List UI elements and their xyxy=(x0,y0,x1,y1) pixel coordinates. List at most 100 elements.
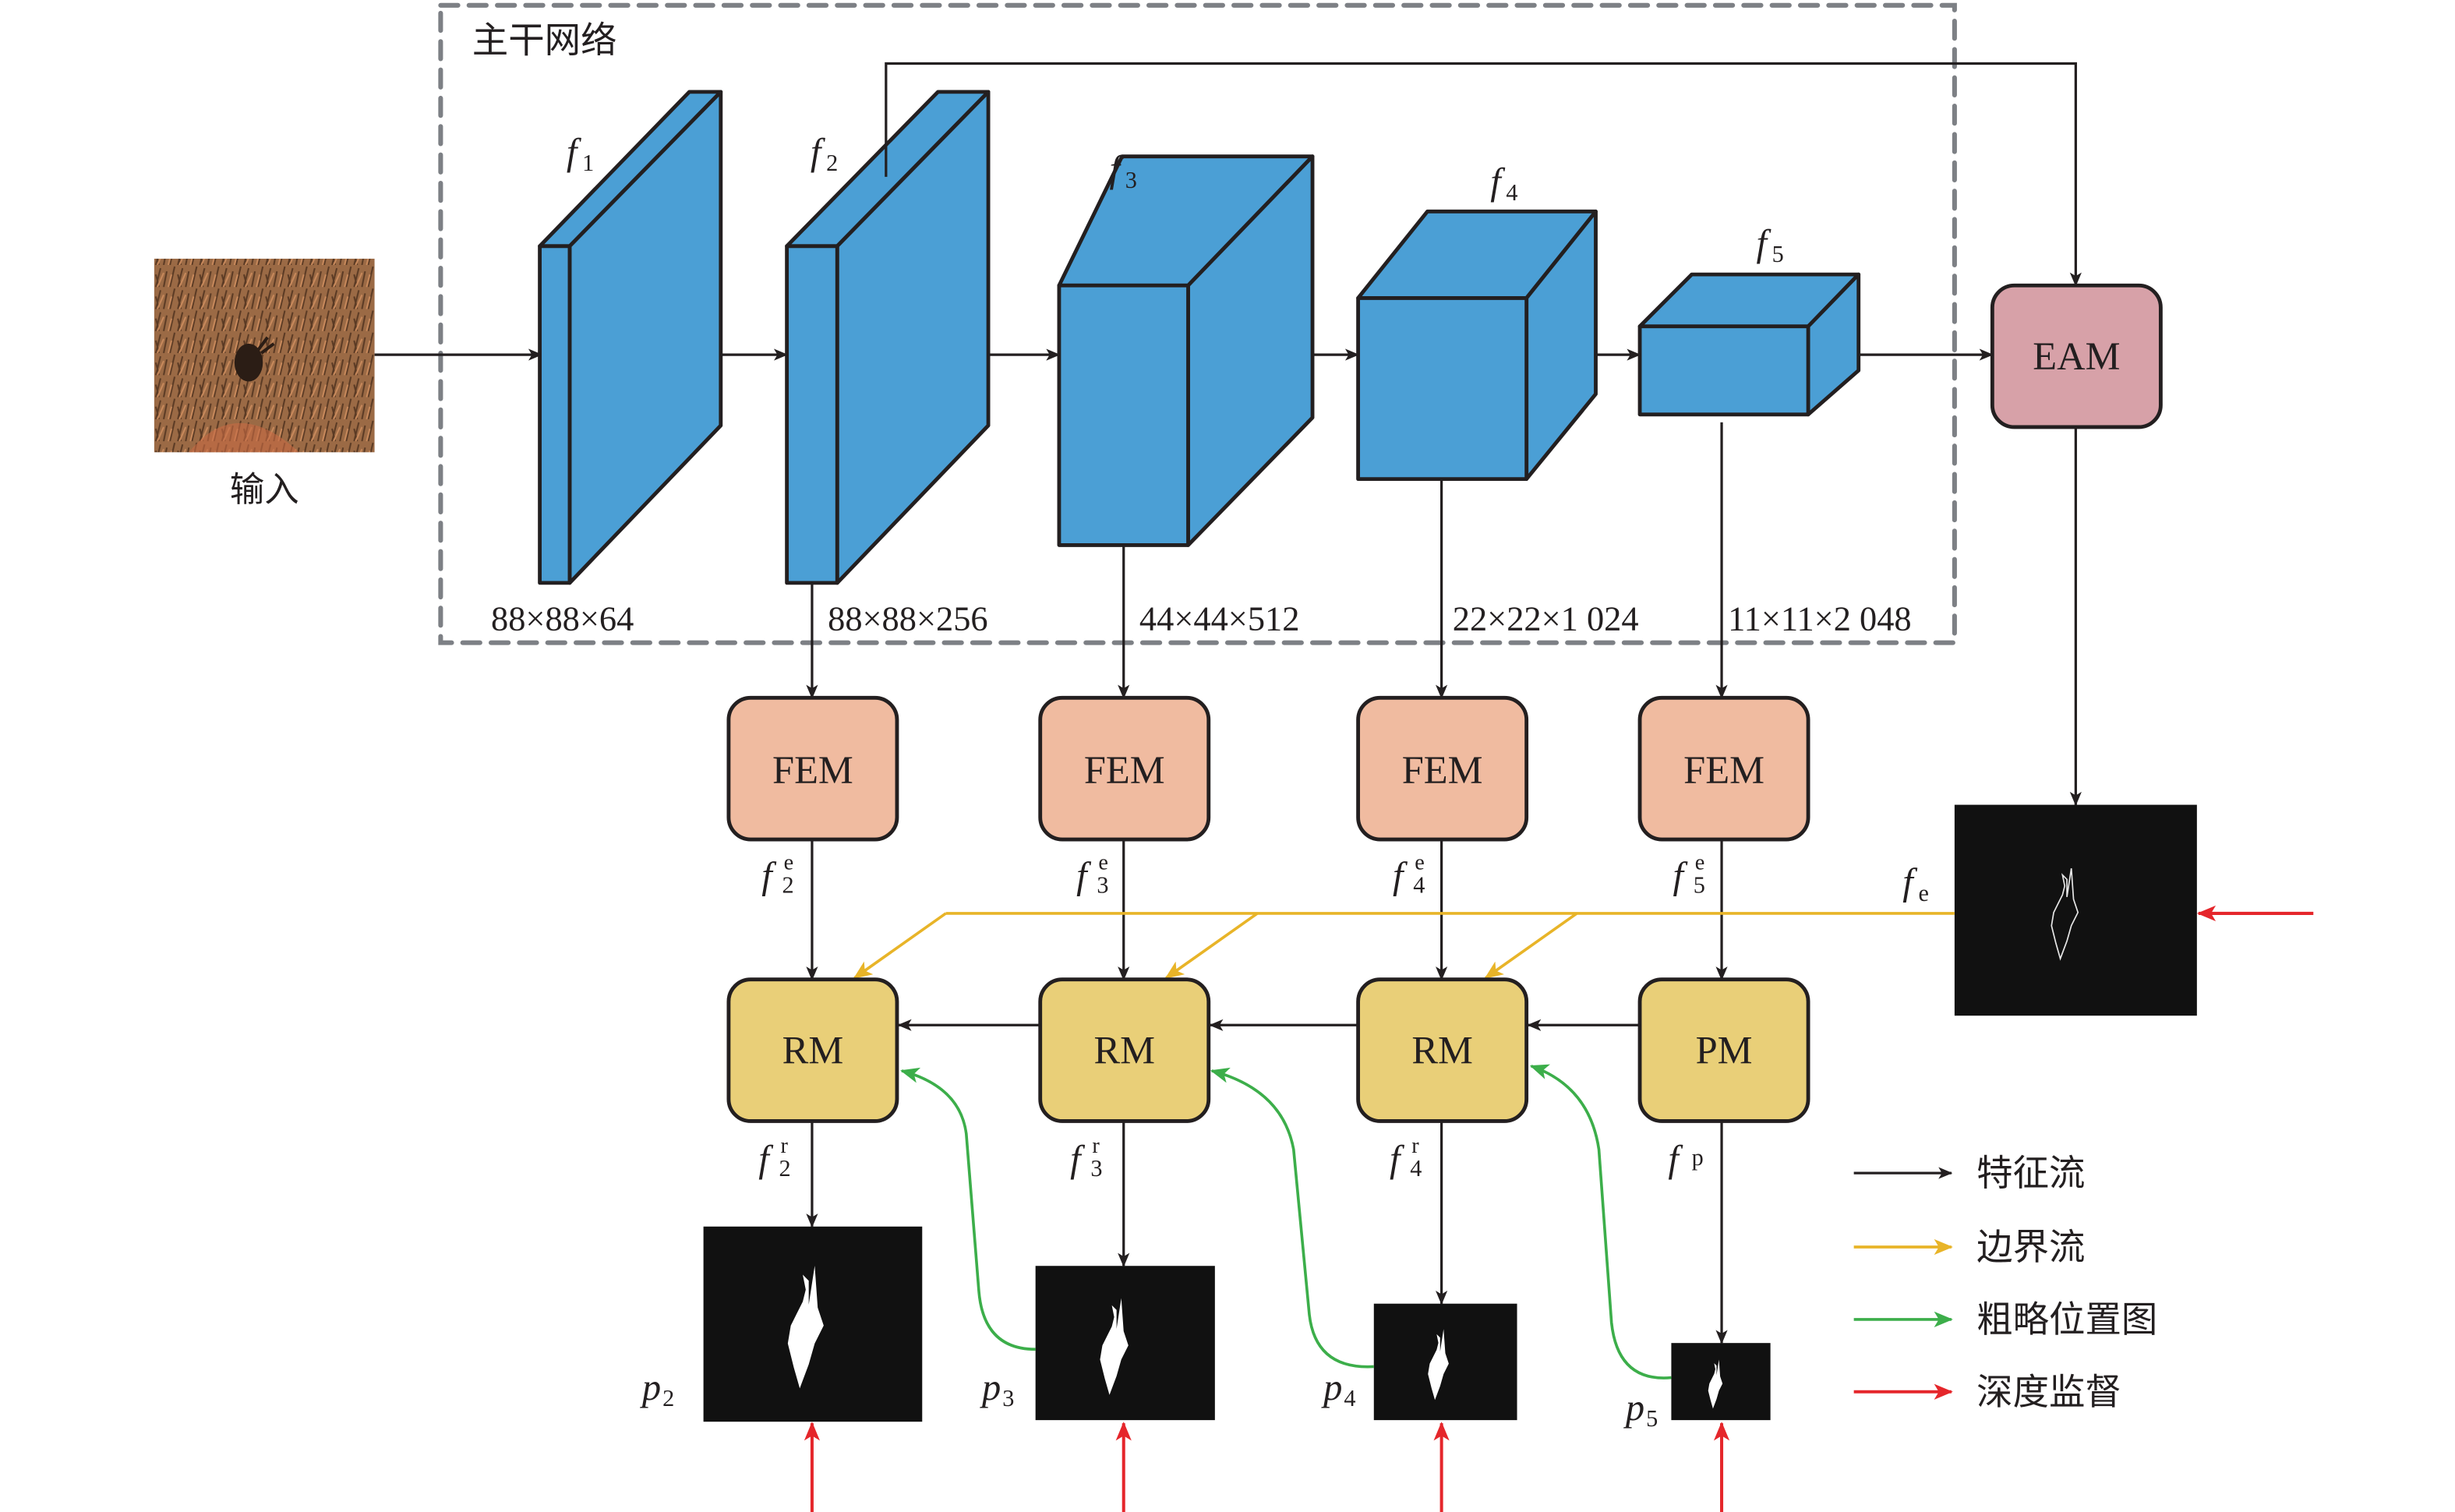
svg-text:f: f xyxy=(1668,1139,1683,1180)
svg-text:3: 3 xyxy=(1002,1385,1014,1411)
svg-text:p: p xyxy=(640,1367,661,1408)
fem-module-5[interactable]: FEM xyxy=(1637,695,1810,842)
feature-cuboid-f2 xyxy=(785,90,991,585)
svg-text:f: f xyxy=(761,856,777,897)
svg-text:f: f xyxy=(1902,862,1918,903)
dims-f3: 44×44×512 xyxy=(1139,599,1300,638)
svg-text:r: r xyxy=(1092,1134,1100,1158)
svg-text:边界流: 边界流 xyxy=(1976,1226,2085,1268)
svg-text:r: r xyxy=(1411,1134,1419,1158)
edge-map-fe xyxy=(1954,804,2197,1016)
svg-text:f: f xyxy=(758,1139,774,1180)
svg-text:5: 5 xyxy=(1694,872,1705,899)
feature-cuboid-f5 xyxy=(1637,272,1861,417)
svg-text:2: 2 xyxy=(826,150,838,176)
svg-text:3: 3 xyxy=(1090,1155,1102,1182)
input-label: 输入 xyxy=(230,470,299,510)
dims-f1: 88×88×64 xyxy=(491,599,634,638)
fem-module-3[interactable]: FEM xyxy=(1038,695,1211,842)
svg-text:深度监督: 深度监督 xyxy=(1976,1371,2121,1413)
svg-text:5: 5 xyxy=(1646,1405,1658,1432)
legend-item-coarse-map: 粗略位置图 xyxy=(1853,1298,2157,1341)
coarse-map-p5-to-rm4 xyxy=(1529,1064,1672,1380)
svg-text:f: f xyxy=(1070,1139,1086,1180)
prediction-map-p3 xyxy=(1035,1266,1215,1421)
svg-text:4: 4 xyxy=(1413,872,1425,899)
svg-text:p: p xyxy=(1623,1387,1644,1429)
pm-module[interactable]: PM xyxy=(1637,977,1810,1123)
rm-module-3[interactable]: RM xyxy=(1038,977,1211,1123)
prediction-map-p5 xyxy=(1671,1343,1771,1421)
svg-text:f: f xyxy=(1076,856,1092,897)
dims-f2: 88×88×256 xyxy=(828,599,988,638)
svg-text:4: 4 xyxy=(1506,179,1517,206)
svg-text:2: 2 xyxy=(662,1385,674,1411)
svg-text:PM: PM xyxy=(1696,1029,1753,1072)
dims-f5: 11×11×2 048 xyxy=(1728,599,1912,638)
boundary-flow-to-rm2 xyxy=(853,912,947,980)
svg-text:FEM: FEM xyxy=(1084,748,1165,792)
svg-text:4: 4 xyxy=(1344,1385,1355,1411)
svg-text:e: e xyxy=(1695,850,1705,874)
svg-text:e: e xyxy=(1098,850,1108,874)
svg-text:3: 3 xyxy=(1097,872,1108,899)
backbone-title: 主干网络 xyxy=(472,19,617,61)
svg-text:1: 1 xyxy=(582,150,594,176)
backbone-frame xyxy=(438,2,1957,645)
svg-text:p: p xyxy=(1321,1367,1342,1408)
feature-cuboid-f3 xyxy=(1057,154,1315,547)
legend-item-deep-supervision: 深度监督 xyxy=(1853,1371,2121,1413)
svg-text:p: p xyxy=(980,1367,1001,1408)
svg-text:f: f xyxy=(1756,223,1771,264)
svg-text:RM: RM xyxy=(1411,1029,1473,1072)
prediction-map-p2 xyxy=(703,1226,923,1422)
coarse-map-p3-to-rm2 xyxy=(900,1067,1036,1351)
svg-text:e: e xyxy=(1415,850,1425,874)
svg-text:EAM: EAM xyxy=(2033,334,2120,378)
svg-text:2: 2 xyxy=(782,872,794,899)
eam-module[interactable]: EAM xyxy=(1990,283,2163,429)
svg-text:2: 2 xyxy=(779,1155,791,1182)
svg-text:e: e xyxy=(1918,880,1928,906)
dims-f4: 22×22×1 024 xyxy=(1453,599,1639,638)
input-image xyxy=(154,258,375,453)
fem-module-2[interactable]: FEM xyxy=(726,695,899,842)
svg-text:4: 4 xyxy=(1410,1155,1422,1182)
svg-text:RM: RM xyxy=(782,1029,844,1072)
svg-text:5: 5 xyxy=(1772,241,1784,267)
svg-text:p: p xyxy=(1692,1144,1704,1171)
svg-text:FEM: FEM xyxy=(1402,748,1483,792)
skip-f2-to-eam xyxy=(885,62,2082,287)
feature-cuboid-f1 xyxy=(538,90,723,585)
feature-cuboid-f4 xyxy=(1356,209,1598,482)
svg-text:f: f xyxy=(811,132,826,173)
svg-text:3: 3 xyxy=(1125,167,1137,193)
legend-item-feature-flow: 特征流 xyxy=(1853,1152,2085,1194)
svg-text:r: r xyxy=(781,1134,789,1158)
svg-text:f: f xyxy=(1393,856,1408,897)
svg-text:f: f xyxy=(1490,161,1506,203)
legend: 特征流 边界流 粗略位置图 深度监督 xyxy=(1853,1152,2157,1413)
coarse-map-p4-to-rm3 xyxy=(1210,1067,1374,1369)
rm-module-4[interactable]: RM xyxy=(1356,977,1529,1123)
svg-text:RM: RM xyxy=(1093,1029,1155,1072)
fem-module-4[interactable]: FEM xyxy=(1356,695,1529,842)
rm-module-2[interactable]: RM xyxy=(726,977,899,1123)
legend-item-boundary-flow: 边界流 xyxy=(1853,1226,2085,1268)
svg-text:FEM: FEM xyxy=(772,748,853,792)
